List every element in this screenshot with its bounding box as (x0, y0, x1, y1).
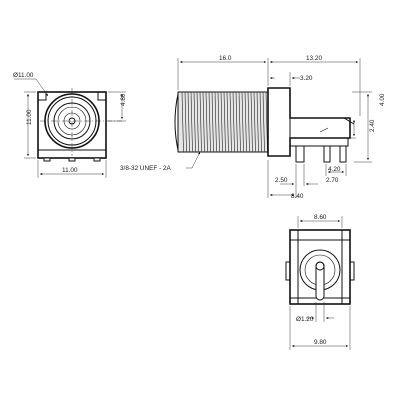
thread-ridge (232, 91, 235, 153)
side-dim-250-label: 2.50 (275, 177, 288, 184)
front-dia-label: Ø11.00 (13, 72, 34, 79)
thread-ridge (226, 91, 229, 153)
thread-ridge (253, 91, 256, 153)
thread-ridge (181, 91, 184, 153)
thread-ridge (256, 91, 259, 153)
bottom-view: 8.60 Ø1.20 9.80 (285, 214, 355, 350)
thread-ridge (193, 91, 196, 153)
bottom-width-label: 9.80 (314, 339, 327, 346)
front-view: Ø11.00 11.00 11.00 4.80 (13, 72, 127, 178)
thread-ridge (217, 91, 220, 153)
thread-ridge (202, 91, 205, 153)
front-height-label: 11.00 (26, 109, 33, 125)
side-body-length-label: 13.20 (306, 55, 322, 62)
thread-ridge (238, 91, 241, 153)
thread-ridge (184, 91, 187, 153)
side-total-height-label: 4.00 (379, 93, 386, 106)
thread-ridge (223, 91, 226, 153)
side-pin-height-label: 2.40 (369, 119, 376, 132)
side-dim-840-label: 8.40 (291, 193, 304, 200)
thread-ridge (187, 91, 190, 153)
bottom-top-width-label: 8.60 (314, 214, 327, 221)
thread-ridge (205, 91, 208, 153)
thread-ridge (262, 91, 265, 153)
side-dim-270-label: 2.70 (326, 177, 339, 184)
thread-ridge (229, 91, 232, 153)
thread-ridge (196, 91, 199, 153)
side-thread-spec-label: 3/8-32 UNEF - 2A (120, 165, 172, 172)
front-center-label: 4.80 (120, 93, 127, 106)
thread-ridge (259, 91, 262, 153)
thread-ridge (208, 91, 211, 153)
side-thread-length-label: 16.0 (219, 55, 232, 62)
thread-ridge (244, 91, 247, 153)
thread-lines (181, 91, 268, 153)
thread-ridge (247, 91, 250, 153)
thread-ridge (190, 91, 193, 153)
front-width-label: 11.00 (62, 167, 78, 174)
thread-ridge (220, 91, 223, 153)
thread-ridge (235, 91, 238, 153)
side-view: 16.0 13.20 3.20 4.00 2.40 4.20 2.50 2.70 (120, 55, 386, 200)
side-pin-pitch-label: 4.20 (328, 166, 341, 173)
thread-ridge (214, 91, 217, 153)
thread-ridge (241, 91, 244, 153)
thread-ridge (199, 91, 202, 153)
bottom-pin-dia-label: Ø1.20 (296, 316, 314, 323)
thread-ridge (211, 91, 214, 153)
thread-ridge (250, 91, 253, 153)
side-flange-label: 3.20 (300, 75, 313, 82)
